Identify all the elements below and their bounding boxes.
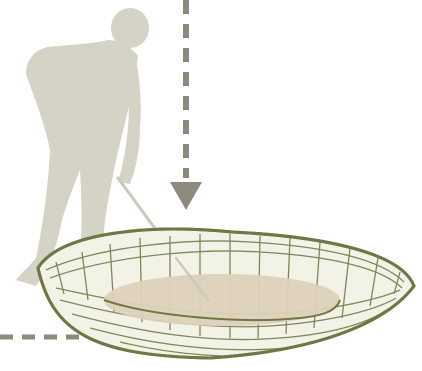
- woven-basket: [38, 229, 414, 358]
- dashed-down-arrow-icon: [170, 0, 202, 210]
